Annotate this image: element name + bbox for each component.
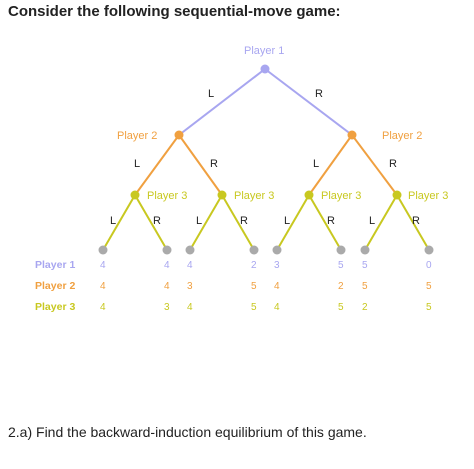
branch-p2b-R: R [389, 158, 397, 170]
payoff-column-2: 4 4 3 [164, 260, 170, 313]
payoff-row-label-player1: Player 1 [35, 259, 75, 271]
edge-p3a-L [102, 194, 136, 251]
payoff-column-1: 4 4 4 [100, 260, 106, 313]
payoff-value: 5 [362, 281, 368, 292]
question-text: 2.a) Find the backward-induction equilib… [8, 424, 367, 440]
branch-p3d-R: R [412, 215, 420, 227]
label-player3-3: Player 3 [321, 190, 361, 202]
payoff-column-8: 0 5 5 [426, 260, 432, 313]
payoff-value: 5 [426, 281, 432, 292]
label-player2-right: Player 2 [382, 130, 422, 142]
payoff-column-3: 4 3 4 [187, 260, 193, 313]
payoff-value: 3 [164, 302, 170, 313]
payoff-value: 4 [187, 260, 193, 271]
payoff-value: 2 [362, 302, 368, 313]
node-player2-right [347, 130, 357, 140]
edge-p1-R [264, 68, 353, 136]
label-player3-2: Player 3 [234, 190, 274, 202]
payoff-value: 0 [426, 260, 432, 271]
edge-p3c-L [276, 194, 310, 251]
payoff-column-6: 5 2 5 [338, 260, 344, 313]
edge-p3b-L [189, 194, 223, 251]
edge-p3d-R [396, 194, 430, 251]
branch-p3d-L: L [369, 215, 375, 227]
payoff-column-4: 2 5 5 [251, 260, 257, 313]
terminal-node-3 [185, 245, 195, 255]
terminal-node-8 [424, 245, 434, 255]
payoff-value: 5 [251, 281, 257, 292]
branch-p3c-R: R [327, 215, 335, 227]
payoff-value: 2 [338, 281, 344, 292]
node-player3-1 [130, 190, 140, 200]
edge-p3b-R [221, 194, 255, 251]
payoff-row-label-player3: Player 3 [35, 301, 75, 313]
branch-p1-R: R [315, 88, 323, 100]
payoff-row-label-player2: Player 2 [35, 280, 75, 292]
edge-p1-L [178, 68, 266, 136]
branch-p3b-L: L [196, 215, 202, 227]
terminal-node-6 [336, 245, 346, 255]
branch-p2a-L: L [134, 158, 140, 170]
payoff-value: 4 [274, 281, 280, 292]
edge-p2a-R [178, 134, 223, 196]
edge-p2b-L [308, 134, 353, 196]
branch-p1-L: L [208, 88, 214, 100]
branch-p2a-R: R [210, 158, 218, 170]
payoff-value: 5 [362, 260, 368, 271]
node-player3-4 [392, 190, 402, 200]
node-player3-3 [304, 190, 314, 200]
node-player1 [260, 64, 270, 74]
payoff-value: 4 [274, 302, 280, 313]
edge-p2a-L [134, 134, 180, 196]
label-player1: Player 1 [244, 45, 284, 57]
label-player3-1: Player 3 [147, 190, 187, 202]
branch-p3a-L: L [110, 215, 116, 227]
payoff-value: 3 [274, 260, 280, 271]
branch-p3b-R: R [240, 215, 248, 227]
payoff-value: 5 [251, 302, 257, 313]
payoff-value: 4 [164, 281, 170, 292]
node-player3-2 [217, 190, 227, 200]
branch-p2b-L: L [313, 158, 319, 170]
payoff-value: 5 [426, 302, 432, 313]
payoff-value: 4 [100, 302, 106, 313]
payoff-value: 5 [338, 302, 344, 313]
terminal-node-1 [98, 245, 108, 255]
payoff-value: 4 [187, 302, 193, 313]
payoff-column-5: 3 4 4 [274, 260, 280, 313]
payoff-value: 3 [187, 281, 193, 292]
branch-p3c-L: L [284, 215, 290, 227]
label-player2-left: Player 2 [117, 130, 157, 142]
terminal-node-7 [360, 245, 370, 255]
edge-p3c-R [308, 194, 342, 251]
payoff-value: 4 [164, 260, 170, 271]
payoff-value: 5 [338, 260, 344, 271]
node-player2-left [174, 130, 184, 140]
payoff-value: 4 [100, 281, 106, 292]
edge-p3d-L [364, 194, 398, 251]
terminal-node-2 [162, 245, 172, 255]
payoff-value: 2 [251, 260, 257, 271]
terminal-node-4 [249, 245, 259, 255]
edge-p3a-R [134, 194, 168, 251]
payoff-column-7: 5 5 2 [362, 260, 368, 313]
edge-p2b-R [351, 134, 398, 196]
label-player3-4: Player 3 [408, 190, 448, 202]
payoff-value: 4 [100, 260, 106, 271]
terminal-node-5 [272, 245, 282, 255]
branch-p3a-R: R [153, 215, 161, 227]
problem-title: Consider the following sequential-move g… [8, 3, 341, 20]
